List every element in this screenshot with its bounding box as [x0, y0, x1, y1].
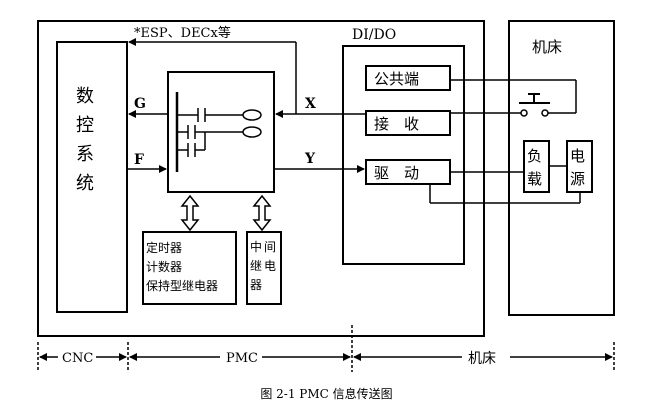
- memory-line-2: 计数器: [146, 259, 182, 274]
- signal-arrows: [127, 38, 366, 173]
- relay-char-1: 中: [250, 239, 262, 254]
- machine-frame: [508, 20, 615, 316]
- machine-title: 机床: [532, 38, 562, 56]
- relay-char-5: 器: [250, 278, 262, 292]
- dido-title: DI/DO: [352, 27, 396, 43]
- cnc-box: [56, 41, 128, 313]
- cnc-title-char-2: 控: [76, 115, 94, 136]
- signal-y-label: Y: [304, 151, 316, 167]
- memory-box: [142, 231, 237, 305]
- relay-char-3: 继: [250, 259, 262, 273]
- signal-x-label: X: [305, 96, 316, 112]
- drive-label: 驱 动: [374, 164, 419, 182]
- push-switch: [450, 79, 577, 117]
- load-char-2: 载: [527, 170, 542, 188]
- relay-char-2: 间: [264, 240, 276, 254]
- relay-double-arrow: [252, 194, 272, 232]
- scale-bar: [37, 325, 615, 372]
- power-char-2: 源: [570, 170, 585, 188]
- signal-g-label: G: [134, 96, 146, 112]
- signal-f-label: F: [134, 152, 144, 168]
- power-char-1: 电: [570, 147, 585, 165]
- common-box: [365, 65, 451, 91]
- cnc-title-char-4: 统: [76, 173, 94, 194]
- cnc-title-char-3: 系: [76, 144, 94, 165]
- cnc-title-char-1: 数: [76, 86, 94, 107]
- scale-pmc-label: PMC: [226, 351, 258, 366]
- figure-caption: 图 2-1 PMC 信息传送图: [260, 387, 393, 401]
- pmc-ladder-box: [167, 71, 275, 193]
- scale-machine-label: 机床: [468, 351, 496, 367]
- cnc-pmc-frame: [37, 20, 485, 337]
- feedback-label: *ESP、DECx等: [134, 25, 231, 41]
- relay-char-4: 电: [264, 259, 276, 273]
- load-char-1: 负: [527, 147, 542, 165]
- memory-double-arrow: [180, 194, 200, 232]
- memory-line-3: 保持型继电器: [146, 278, 218, 293]
- dido-box: [342, 45, 465, 265]
- drive-wiring: [429, 165, 581, 204]
- scale-cnc-label: CNC: [62, 351, 93, 366]
- receive-box: [365, 110, 451, 136]
- relay-box: [246, 231, 282, 305]
- ladder-diagram: [175, 92, 262, 172]
- memory-line-1: 定时器: [146, 240, 182, 255]
- common-label: 公共端: [374, 70, 419, 88]
- receive-label: 接 收: [374, 115, 419, 133]
